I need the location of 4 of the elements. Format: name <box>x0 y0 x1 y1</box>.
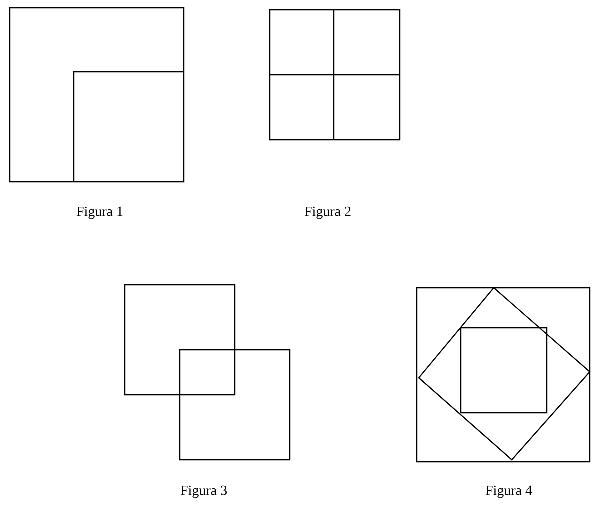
figure-caption: Figura 1 <box>76 206 123 220</box>
figure-caption: Figura 3 <box>180 486 227 498</box>
figure-caption: Figura 2 <box>304 206 351 220</box>
figure-caption: Figura 4 <box>486 486 532 498</box>
